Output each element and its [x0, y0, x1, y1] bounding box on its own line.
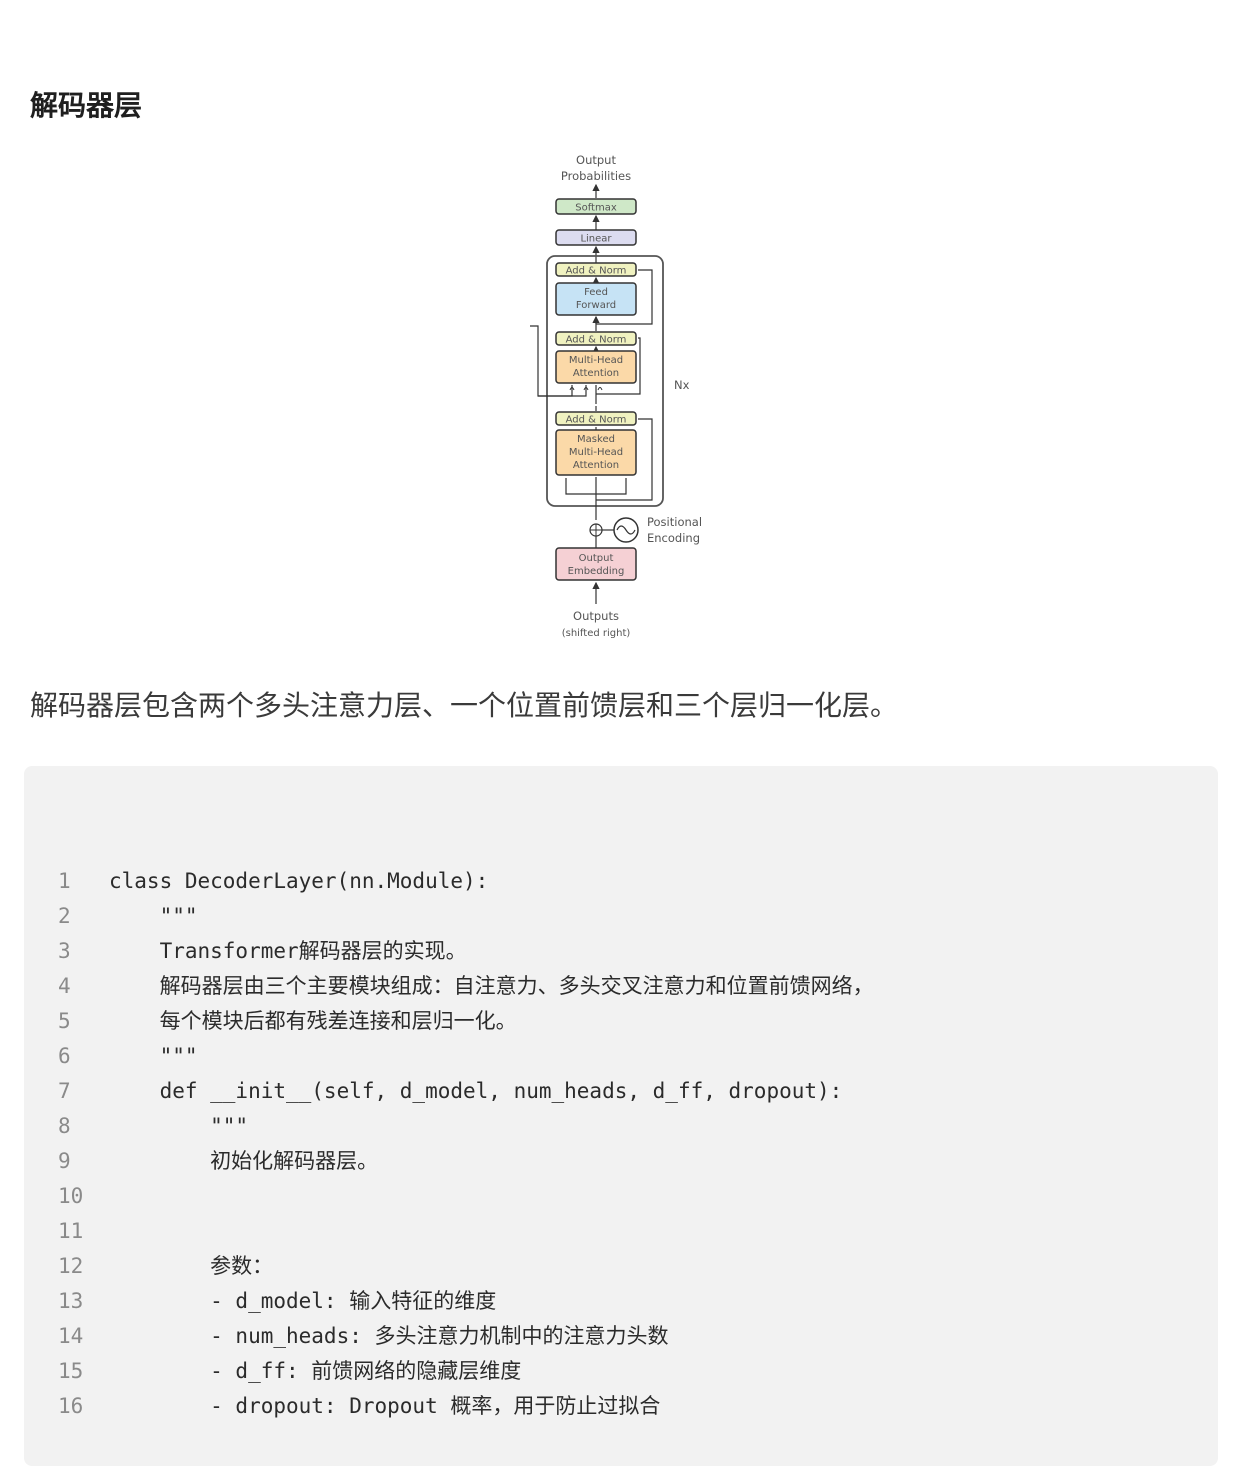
code-line: 10	[24, 1179, 1218, 1214]
positional-encoding-label-2: Encoding	[647, 531, 700, 545]
code-line: 9 初始化解码器层。	[24, 1144, 1218, 1179]
output-embedding-label-2: Embedding	[568, 566, 625, 577]
line-number: 1	[58, 869, 71, 893]
section-title: 解码器层	[30, 89, 143, 122]
section-paragraph: 解码器层包含两个多头注意力层、一个位置前馈层和三个层归一化层。	[30, 689, 899, 722]
add-norm-label-2: Add & Norm	[566, 335, 627, 346]
add-norm-box-3	[555, 262, 637, 277]
code-line: 3 Transformer解码器层的实现。	[24, 934, 1218, 969]
output-embedding-box	[555, 547, 637, 581]
code-text: 初始化解码器层。	[109, 1149, 379, 1173]
line-number: 11	[58, 1219, 84, 1243]
nx-label: Nx	[674, 378, 690, 392]
outputs-label-2: (shifted right)	[562, 628, 631, 639]
decoder-architecture-diagram: Output Probabilities Softmax Linear Nx A…	[500, 142, 740, 652]
masked-attention-label-2: Multi-Head	[569, 447, 623, 458]
line-number: 10	[58, 1184, 84, 1208]
code-line: 2 """	[24, 899, 1218, 934]
multi-head-attention-box	[555, 350, 637, 384]
line-number: 3	[58, 939, 71, 963]
positional-encoding-label-1: Positional	[647, 515, 702, 529]
masked-multi-head-attention-box	[555, 429, 637, 476]
code-line: 12 参数：	[24, 1249, 1218, 1284]
code-text: 每个模块后都有残差连接和层归一化。	[109, 1009, 517, 1033]
code-line: 1 class DecoderLayer(nn.Module):	[24, 864, 1218, 899]
add-norm-box-2	[555, 331, 637, 346]
code-text: Transformer解码器层的实现。	[109, 939, 467, 963]
code-line: 5 每个模块后都有残差连接和层归一化。	[24, 1004, 1218, 1039]
nx-block-frame	[546, 255, 664, 507]
code-text: """	[109, 1114, 249, 1138]
code-line: 6 """	[24, 1039, 1218, 1074]
code-line: 15 - d_ff: 前馈网络的隐藏层维度	[24, 1354, 1218, 1389]
code-text: - d_ff: 前馈网络的隐藏层维度	[109, 1359, 522, 1383]
feed-forward-label-2: Forward	[576, 300, 616, 311]
softmax-label: Softmax	[575, 203, 617, 214]
line-number: 2	[58, 904, 71, 928]
line-number: 12	[58, 1254, 84, 1278]
code-text: """	[109, 1044, 198, 1068]
code-text: """	[109, 904, 198, 928]
linear-box	[555, 229, 637, 246]
code-line: 7 def __init__(self, d_model, num_heads,…	[24, 1074, 1218, 1109]
line-number: 5	[58, 1009, 71, 1033]
code-text: 解码器层由三个主要模块组成：自注意力、多头交叉注意力和位置前馈网络，	[109, 974, 874, 998]
code-text: 参数：	[109, 1254, 274, 1278]
code-line: 8 """	[24, 1109, 1218, 1144]
add-norm-label-3: Add & Norm	[566, 266, 627, 277]
masked-attention-label-1: Masked	[577, 434, 615, 445]
line-number: 14	[58, 1324, 84, 1348]
code-line: 4 解码器层由三个主要模块组成：自注意力、多头交叉注意力和位置前馈网络，	[24, 969, 1218, 1004]
output-probabilities-label-2: Probabilities	[561, 169, 631, 183]
linear-label: Linear	[580, 234, 612, 245]
code-text: - num_heads: 多头注意力机制中的注意力头数	[109, 1324, 669, 1348]
multi-head-attention-label-2: Attention	[573, 368, 619, 379]
line-number: 8	[58, 1114, 71, 1138]
line-number: 6	[58, 1044, 71, 1068]
diagram-svg: Output Probabilities Softmax Linear Nx A…	[530, 153, 702, 639]
line-number: 13	[58, 1289, 84, 1313]
code-line: 11	[24, 1214, 1218, 1249]
add-norm-box-1	[555, 411, 637, 426]
line-number: 9	[58, 1149, 71, 1173]
code-text: - d_model: 输入特征的维度	[109, 1289, 497, 1313]
line-number: 7	[58, 1079, 71, 1103]
softmax-box	[555, 198, 637, 215]
line-number: 15	[58, 1359, 84, 1383]
code-text: class DecoderLayer(nn.Module):	[109, 869, 489, 893]
article: 解码器层 Output Probabilities Softmax Linear	[24, 89, 1218, 1466]
feed-forward-box	[555, 282, 637, 316]
output-embedding-label-1: Output	[579, 553, 614, 564]
line-number: 4	[58, 974, 71, 998]
masked-attention-label-3: Attention	[573, 460, 619, 471]
code-text: def __init__(self, d_model, num_heads, d…	[109, 1079, 843, 1103]
outputs-label-1: Outputs	[573, 609, 619, 623]
feed-forward-label-1: Feed	[584, 287, 608, 298]
code-line: 13 - d_model: 输入特征的维度	[24, 1284, 1218, 1319]
add-norm-label-1: Add & Norm	[566, 415, 627, 426]
output-probabilities-label-1: Output	[576, 153, 616, 167]
multi-head-attention-label-1: Multi-Head	[569, 355, 623, 366]
code-line: 14 - num_heads: 多头注意力机制中的注意力头数	[24, 1319, 1218, 1354]
